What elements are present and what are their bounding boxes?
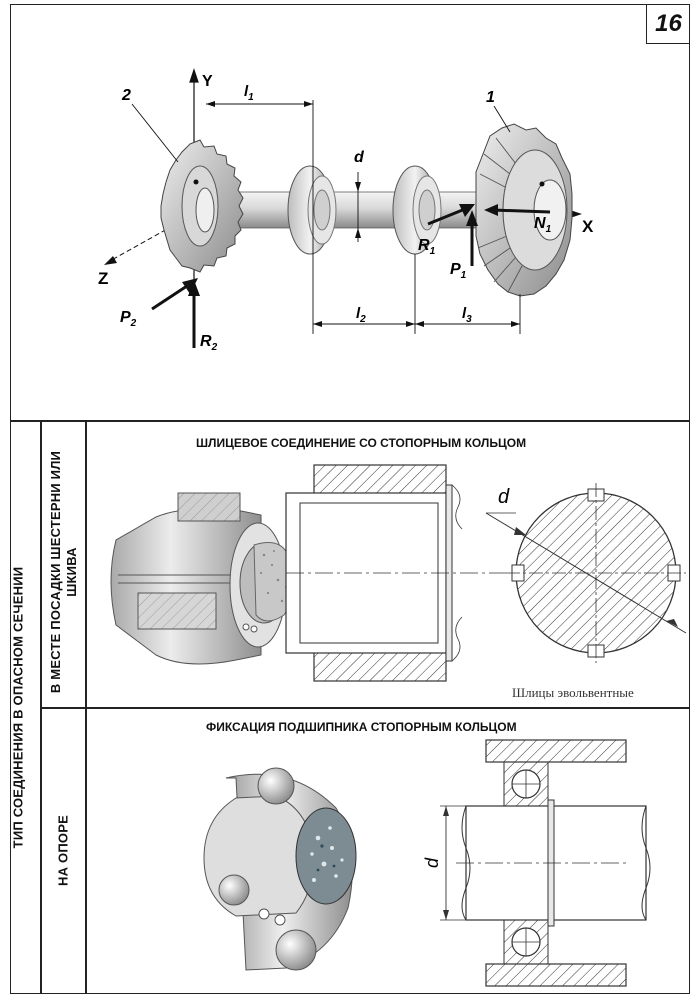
divider-middle	[40, 707, 690, 709]
column-divider-1	[40, 420, 42, 994]
column-divider-2	[85, 420, 87, 994]
dim-l2-label: l2	[356, 305, 366, 325]
spline-section-title: ШЛИЦЕВОЕ СОЕДИНЕНИЕ СО СТОПОРНЫМ КОЛЬЦОМ	[196, 436, 527, 450]
bearing-d-label: d	[422, 857, 442, 868]
gear-fit-label: В МЕСТЕ ПОСАДКИ ШЕСТЕРНИ ИЛИ ШКИВА	[48, 450, 79, 694]
dim-l3-label: l3	[462, 305, 472, 325]
axis-y-label: Y	[202, 73, 213, 90]
spline-d-label: d	[498, 486, 510, 508]
shaft	[199, 191, 491, 229]
bearing-sectional-drawing	[440, 739, 651, 987]
bearing-3d	[203, 767, 357, 971]
page-number: 16	[646, 4, 690, 44]
dimension-arrows	[206, 101, 520, 327]
force-n1-label: N1	[534, 215, 552, 235]
force-r2-label: R2	[200, 333, 218, 353]
sheet-frame	[10, 4, 690, 994]
spline-hub-3d	[110, 492, 294, 665]
spline-section-drawing: d	[110, 464, 687, 682]
gear-2	[160, 139, 244, 273]
force-r1-label: R1	[418, 237, 436, 257]
bearing-right	[392, 165, 442, 255]
gear-1-label: 1	[486, 89, 495, 106]
support-label: НА ОПОРЕ	[55, 815, 71, 886]
bearing-left	[287, 165, 337, 255]
spline-cross-section	[485, 483, 687, 663]
dim-d-label: d	[354, 149, 365, 166]
dim-l1-label: l1	[244, 83, 254, 103]
force-p2-label: P2	[120, 309, 137, 329]
axis-z-label: Z	[98, 269, 108, 288]
force-arrows	[151, 204, 551, 348]
bearing-section-title: ФИКСАЦИЯ ПОДШИПНИКА СТОПОРНЫМ КОЛЬЦОМ	[206, 720, 517, 734]
axis-x-arrow	[570, 210, 582, 218]
axis-x-label: X	[582, 217, 594, 236]
connection-type-label: ТИП СОЕДИНЕНИЯ В ОПАСНОМ СЕЧЕНИИ	[10, 566, 26, 849]
spline-caption: Шлицы эвольвентные	[512, 685, 634, 700]
gear-2-label: 2	[121, 87, 131, 104]
bearing-section-drawing: d	[203, 739, 651, 987]
force-p1-label: P1	[450, 261, 467, 281]
shaft-diagram: 2 1 Y X Z l1 l2 l3 d P2 R2 R1 P1 N1	[98, 68, 594, 353]
divider-top	[10, 420, 690, 422]
spline-longitudinal-section	[285, 464, 506, 682]
